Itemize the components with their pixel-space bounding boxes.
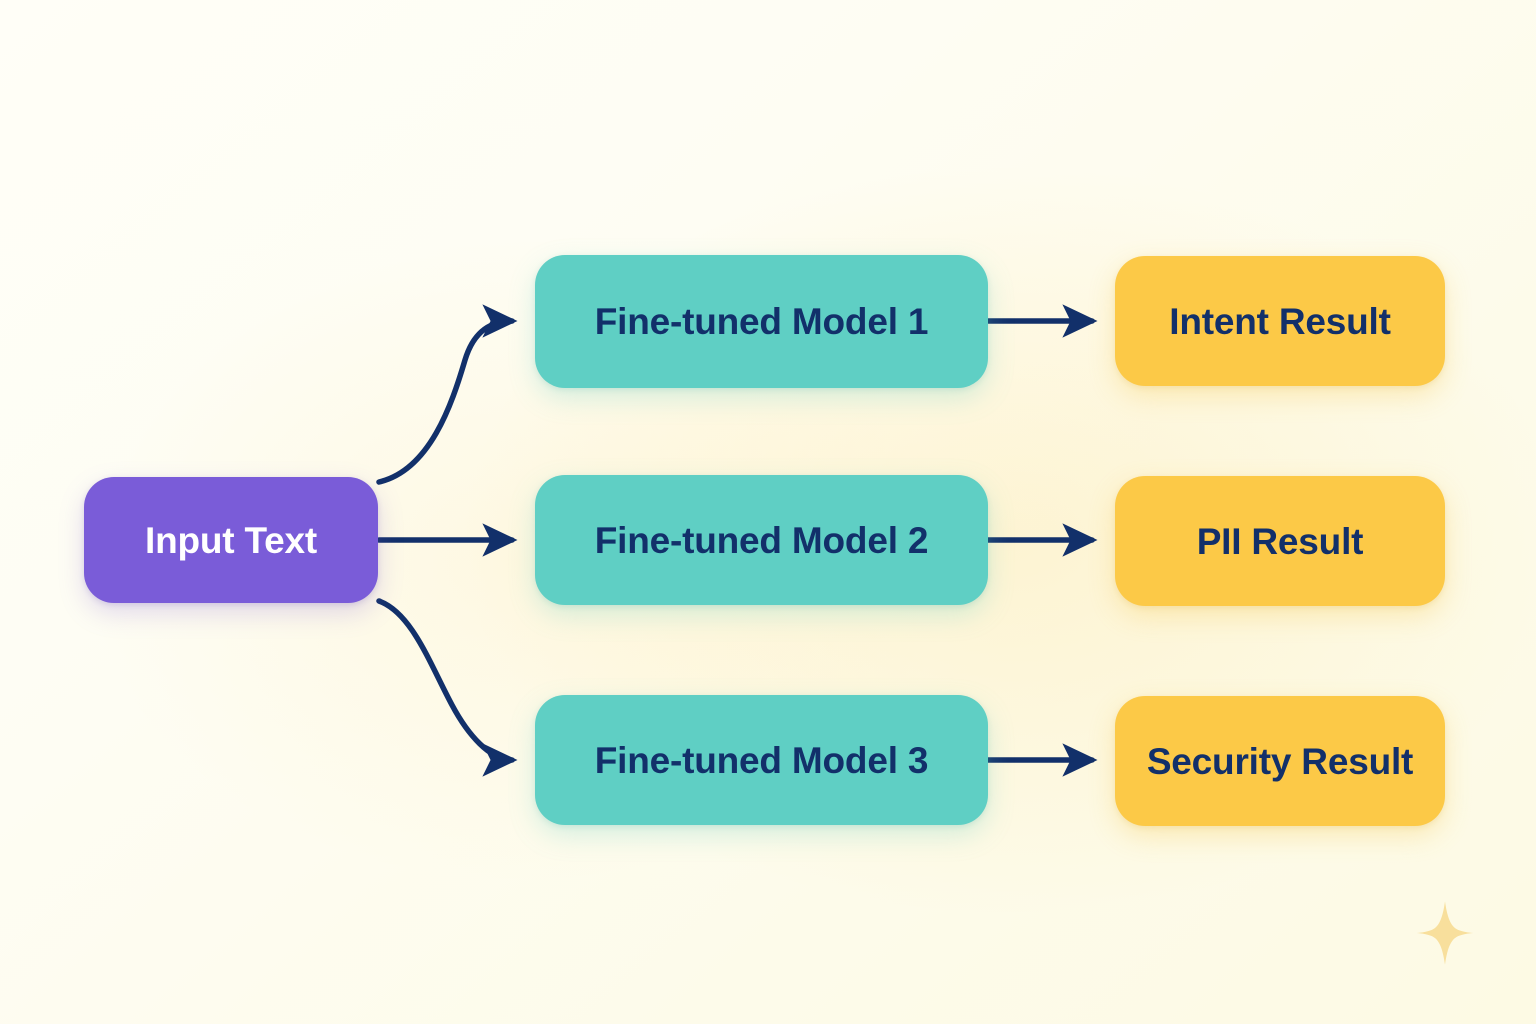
node-input-text-label: Input Text [144, 519, 318, 561]
edge-input-to-model-3 [376, 598, 518, 777]
node-fine-tuned-model-1-label: Fine-tuned Model 1 [594, 301, 929, 342]
sparkle-icon [1413, 901, 1477, 965]
node-intent-result[interactable]: Intent Result [1115, 256, 1445, 386]
node-fine-tuned-model-3[interactable]: Fine-tuned Model 3 [535, 695, 988, 825]
node-fine-tuned-model-3-label: Fine-tuned Model 3 [594, 739, 929, 781]
node-intent-result-label: Intent Result [1169, 300, 1391, 342]
node-pii-result-label: PII Result [1196, 520, 1364, 562]
edge-input-to-model-1 [376, 304, 518, 485]
node-input-text[interactable]: Input Text [84, 477, 378, 603]
node-fine-tuned-model-2-label: Fine-tuned Model 2 [594, 519, 929, 561]
node-fine-tuned-model-1[interactable]: Fine-tuned Model 1 [535, 255, 988, 388]
node-security-result-label: Security Result [1146, 740, 1414, 782]
node-security-result[interactable]: Security Result [1115, 696, 1445, 826]
node-fine-tuned-model-2[interactable]: Fine-tuned Model 2 [535, 475, 988, 605]
node-pii-result[interactable]: PII Result [1115, 476, 1445, 606]
